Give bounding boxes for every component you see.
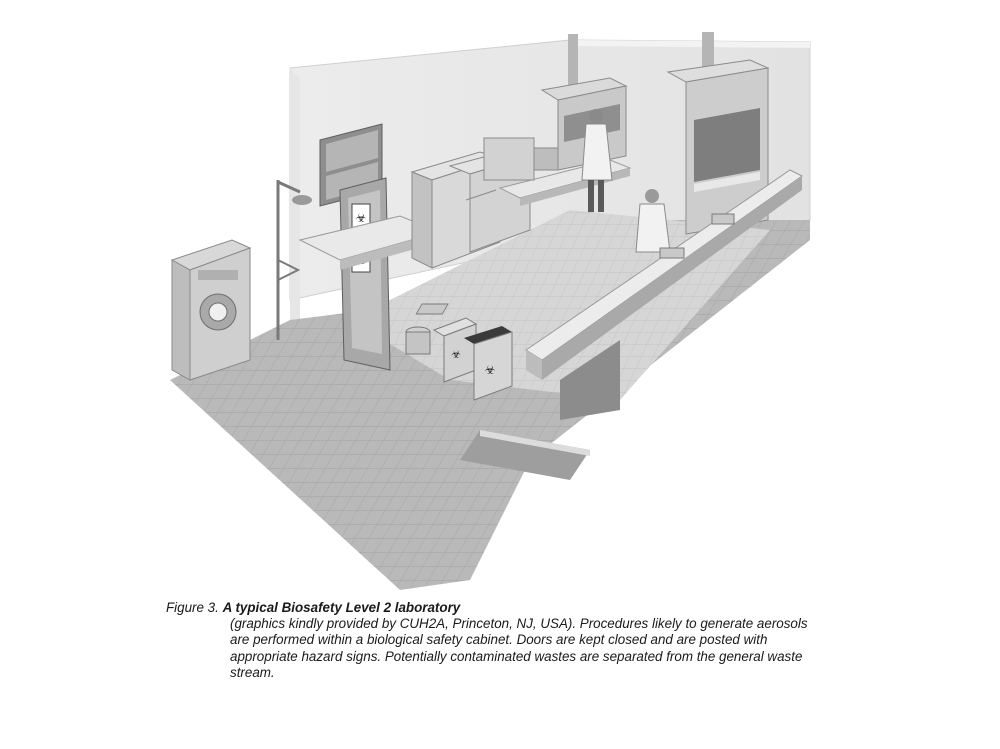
figure-caption: Figure 3. A typical Biosafety Level 2 la… xyxy=(166,600,826,681)
biohazard-icon: ☣ xyxy=(451,348,461,361)
emergency-shower xyxy=(276,180,312,340)
figure-caption-body: (graphics kindly provided by CUH2A, Prin… xyxy=(230,616,808,680)
svg-text:☣: ☣ xyxy=(356,211,367,225)
autoclave xyxy=(170,239,252,381)
lab-bench xyxy=(415,169,803,420)
scientist-standing xyxy=(581,109,613,212)
figure-label: Figure 3. xyxy=(166,600,219,615)
biohazard-waste-bins: ☣ ☣ xyxy=(405,317,513,401)
lab-floor xyxy=(170,210,810,590)
figure-title: A typical Biosafety Level 2 laboratory xyxy=(222,600,461,615)
lab-illustration: ☣ ☣ xyxy=(170,32,811,590)
figure-caption-lead: Figure 3. A typical Biosafety Level 2 la… xyxy=(166,600,826,616)
biohazard-icon: ☣ xyxy=(485,363,496,377)
lab-door: ☣ ☣ xyxy=(339,177,391,371)
fume-hood xyxy=(666,32,770,235)
